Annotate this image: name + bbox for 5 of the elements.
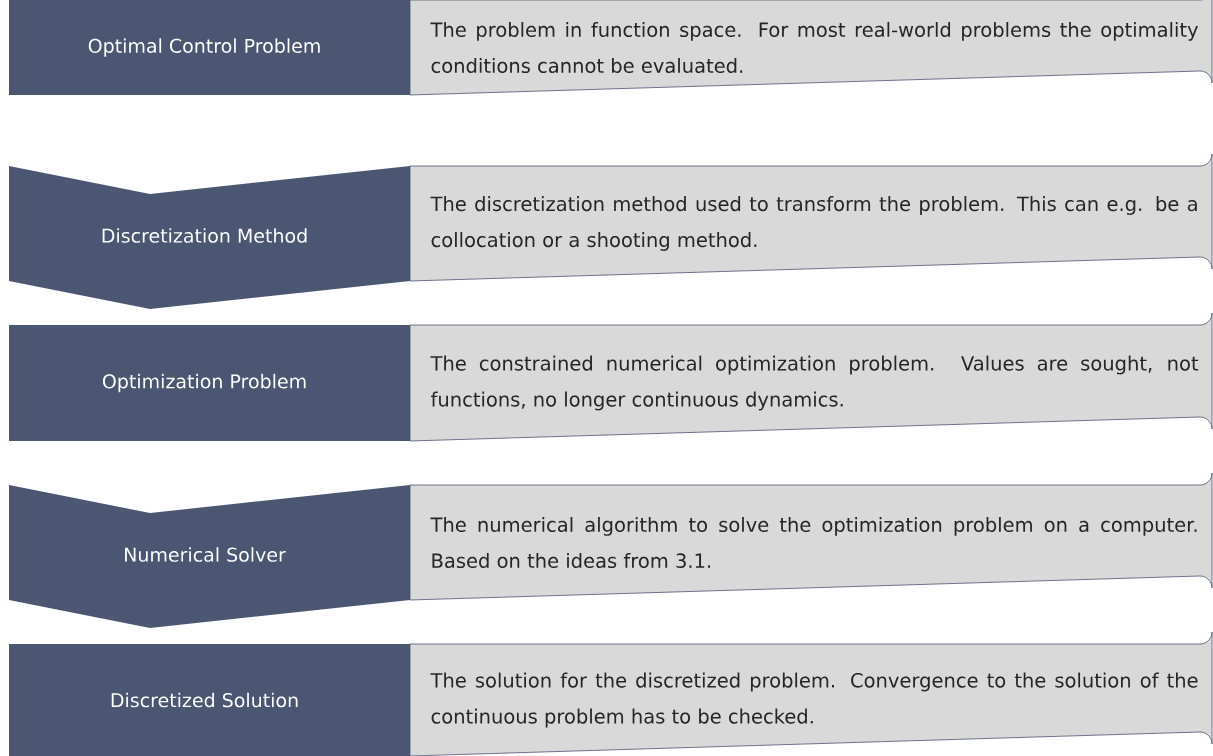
description-box: The numerical algorithm to solve the optimization problem on a computer. Based on the ideas from 3.1.: [409, 472, 1213, 601]
description-box: The problem in function space. For most real-world problems the optimality conditions cannot be evaluated.: [409, 0, 1213, 96]
description-box: The discretization method used to transform the problem. This can e.g. be a collocation or a shooting method.: [409, 153, 1213, 282]
description-box: The solution for the discretized problem. Convergence to the solution of the continuous problem has to be checked.: [409, 631, 1213, 756]
description-box: The constrained numerical optimization problem. Values are sought, not functions, no longer continuous dynamics.: [409, 312, 1213, 442]
